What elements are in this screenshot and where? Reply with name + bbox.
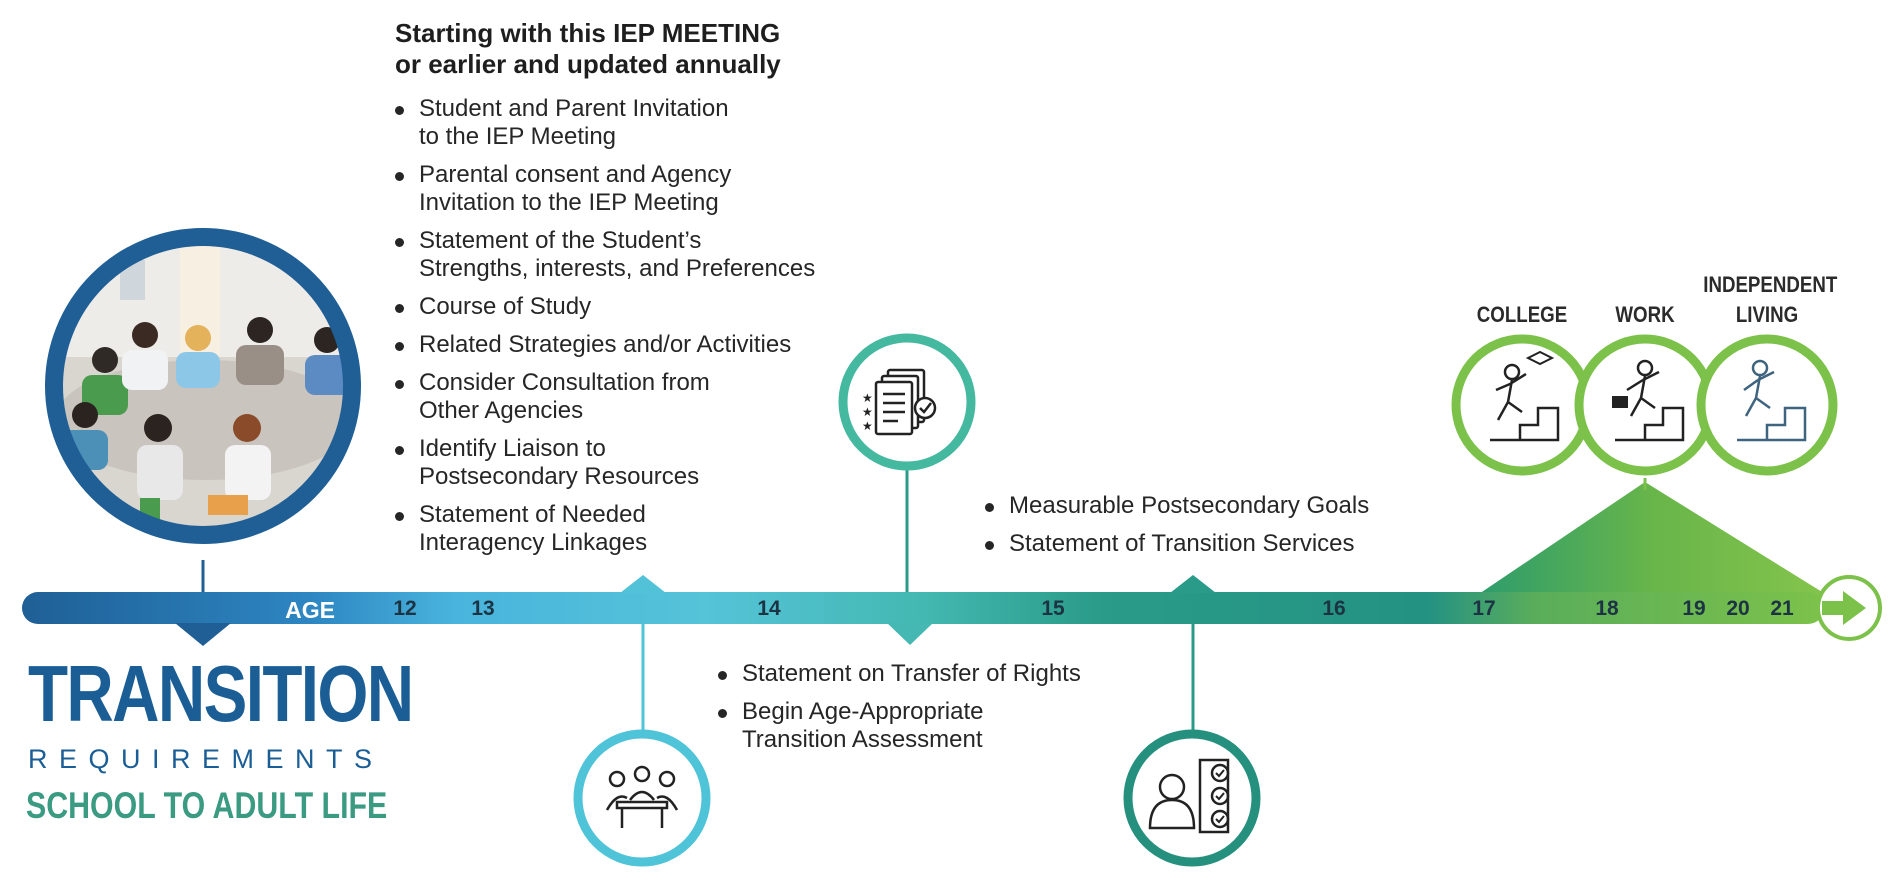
person-checklist-icon	[1123, 729, 1261, 867]
notch-checklist	[887, 623, 933, 645]
bullet-icon	[395, 342, 404, 351]
age-tick: 20	[1726, 597, 1750, 620]
climbing-stairs-icon	[1696, 334, 1838, 476]
destination-living-label: INDEPENDENT LIVING	[1703, 272, 1838, 327]
list-item-text: Measurable Postsecondary Goals	[1009, 492, 1370, 519]
bullet-icon	[395, 512, 404, 521]
age-tick: 13	[471, 597, 495, 620]
iep-meeting-heading: Starting with this IEP MEETING or earlie…	[395, 18, 781, 80]
svg-text:★: ★	[862, 405, 873, 419]
bullet-icon	[718, 709, 727, 718]
svg-text:★: ★	[862, 419, 873, 433]
notch-photo	[175, 623, 231, 646]
climbing-stairs-briefcase-icon	[1574, 334, 1716, 476]
age-tick: 15	[1041, 597, 1065, 620]
bullet-icon	[395, 446, 404, 455]
timeline-bar	[22, 592, 1824, 624]
age-tick: 16	[1322, 597, 1346, 620]
list-item-text: Statement on Transfer of Rights	[742, 660, 1081, 687]
iep-meeting-illustration	[45, 228, 361, 544]
bullet-icon	[395, 106, 404, 115]
list-item-text: Statement of Transition Services	[1009, 530, 1355, 557]
age-tick: 12	[393, 597, 417, 620]
destination-college-label: COLLEGE	[1476, 302, 1568, 327]
age-tick: 21	[1770, 597, 1794, 620]
group-meeting-icon	[573, 729, 711, 867]
age-14-list: Statement on Transfer of Rights Begin Ag…	[718, 660, 1138, 760]
age-tick: 19	[1682, 597, 1706, 620]
bullet-icon	[395, 172, 404, 181]
list-item-text: Course of Study	[419, 293, 592, 320]
list-item-text: Related Strategies and/or Activities	[419, 331, 792, 358]
destination-work-label: WORK	[1615, 302, 1675, 327]
age-15-list: Measurable Postsecondary Goals Statement…	[985, 492, 1425, 562]
svg-text:★: ★	[862, 391, 873, 405]
age-tick: 18	[1595, 597, 1619, 620]
age-axis: AGE 12 13 14 15 16 17 18 19 20 21	[0, 597, 1892, 623]
climbing-stairs-graduate-icon	[1451, 334, 1593, 476]
age-label: AGE	[285, 597, 335, 623]
adult-life-triangle	[1470, 482, 1835, 600]
heading-line-1: Starting with this IEP MEETING	[395, 18, 781, 48]
bullet-icon	[395, 380, 404, 389]
page-tagline: SCHOOL TO ADULT LIFE	[26, 785, 388, 826]
arrow-right-icon	[1816, 575, 1882, 641]
bullet-icon	[718, 671, 727, 680]
heading-line-2: or earlier and updated annually	[395, 49, 781, 79]
bullet-icon	[985, 541, 994, 550]
notch-person	[1170, 575, 1216, 593]
page-subtitle: REQUIREMENTS	[28, 744, 384, 774]
bullet-icon	[395, 304, 404, 313]
age-tick: 14	[757, 597, 781, 620]
page-title: TRANSITION	[28, 649, 414, 738]
checklist-document-icon: ★ ★ ★	[838, 333, 976, 471]
age-tick: 17	[1472, 597, 1496, 620]
bullet-icon	[395, 238, 404, 247]
bullet-icon	[985, 503, 994, 512]
notch-group	[620, 575, 666, 593]
